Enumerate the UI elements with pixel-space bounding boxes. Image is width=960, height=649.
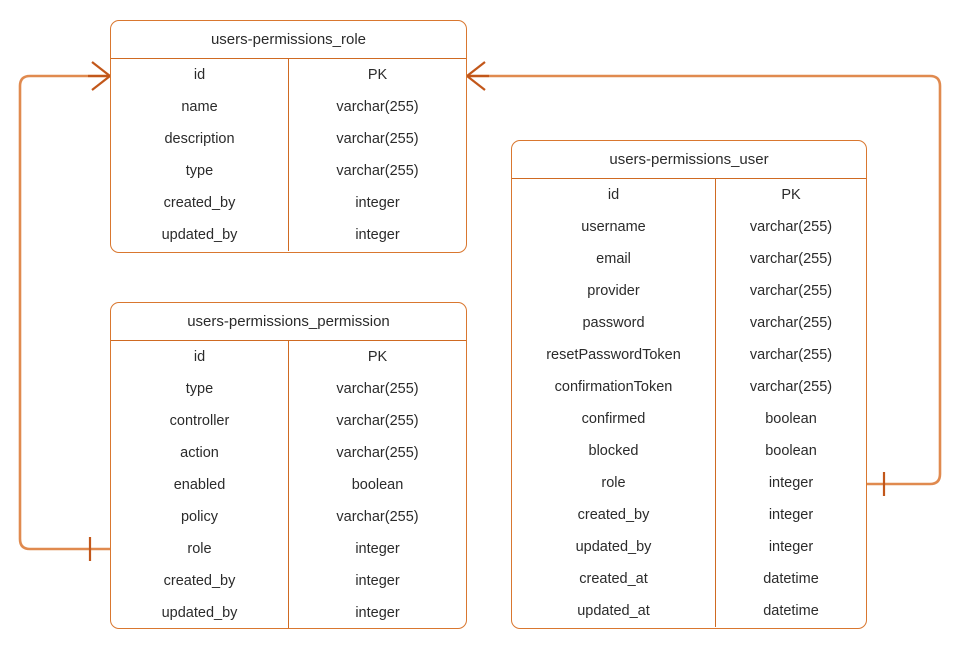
field-name: type <box>185 381 214 397</box>
field-name: action <box>180 445 219 461</box>
field-name: name <box>181 99 218 115</box>
field-name: role <box>601 475 626 491</box>
field-type: varchar(255) <box>749 315 833 331</box>
type-column-user: PK varchar(255) varchar(255) varchar(255… <box>716 179 866 627</box>
field-type: varchar(255) <box>749 379 833 395</box>
field-name: updated_by <box>161 227 238 243</box>
entity-title-permission: users-permissions_permission <box>111 303 466 341</box>
field-type: varchar(255) <box>749 219 833 235</box>
field-column-user: id username email provider password rese… <box>512 179 716 627</box>
field-name: password <box>582 315 645 331</box>
field-name: created_by <box>163 573 236 589</box>
field-type: boolean <box>351 477 404 493</box>
field-name: blocked <box>588 443 639 459</box>
field-type: integer <box>768 507 814 523</box>
field-type: integer <box>355 227 400 243</box>
entity-title-role: users-permissions_role <box>111 21 466 59</box>
field-name: created_by <box>163 195 236 211</box>
type-column-role: PK varchar(255) varchar(255) varchar(255… <box>289 59 466 251</box>
field-name: created_at <box>579 571 648 587</box>
type-column-permission: PK varchar(255) varchar(255) varchar(255… <box>289 341 466 628</box>
entity-title-user: users-permissions_user <box>512 141 866 179</box>
field-type: integer <box>355 605 400 621</box>
entity-body-role: id name description type created_by upda… <box>111 59 466 251</box>
entity-users-permissions-role[interactable]: users-permissions_role id name descripti… <box>110 20 467 253</box>
field-name: updated_by <box>575 539 652 555</box>
field-name: provider <box>587 283 640 299</box>
field-type: integer <box>768 475 814 491</box>
crows-foot-role-left <box>88 61 111 91</box>
field-name: id <box>193 67 206 83</box>
crows-foot-role-right <box>466 61 489 91</box>
field-type: PK <box>367 67 388 83</box>
connector-role-permission <box>18 74 110 551</box>
field-type: boolean <box>765 443 817 459</box>
field-name: enabled <box>173 477 226 493</box>
field-type: varchar(255) <box>336 509 419 525</box>
field-name: updated_by <box>161 605 238 621</box>
field-type: integer <box>768 539 814 555</box>
field-type: boolean <box>765 411 817 427</box>
field-name: controller <box>169 413 230 429</box>
field-type: PK <box>781 187 801 203</box>
field-type: varchar(255) <box>336 99 419 115</box>
field-name: type <box>185 163 214 179</box>
field-type: integer <box>355 541 400 557</box>
entity-users-permissions-user[interactable]: users-permissions_user id username email… <box>511 140 867 629</box>
field-type: integer <box>355 195 400 211</box>
field-name: username <box>581 219 646 235</box>
field-name: description <box>164 131 235 147</box>
field-type: integer <box>355 573 400 589</box>
field-name: id <box>193 349 206 365</box>
field-name: confirmationToken <box>554 379 673 395</box>
field-type: varchar(255) <box>336 445 419 461</box>
entity-body-permission: id type controller action enabled policy… <box>111 341 466 628</box>
entity-users-permissions-permission[interactable]: users-permissions_permission id type con… <box>110 302 467 629</box>
field-name: role <box>187 541 212 557</box>
field-name: policy <box>180 509 219 525</box>
field-type: varchar(255) <box>336 163 419 179</box>
field-column-role: id name description type created_by upda… <box>111 59 289 251</box>
field-name: id <box>607 187 620 203</box>
field-type: datetime <box>763 603 819 619</box>
entity-body-user: id username email provider password rese… <box>512 179 866 627</box>
field-type: varchar(255) <box>336 381 419 397</box>
field-type: varchar(255) <box>336 413 419 429</box>
field-type: datetime <box>763 571 819 587</box>
field-type: varchar(255) <box>749 347 833 363</box>
field-type: PK <box>367 349 388 365</box>
field-column-permission: id type controller action enabled policy… <box>111 341 289 628</box>
field-name: updated_at <box>577 603 650 619</box>
field-name: resetPasswordToken <box>546 347 681 363</box>
field-type: varchar(255) <box>749 251 833 267</box>
field-name: created_by <box>577 507 650 523</box>
field-type: varchar(255) <box>336 131 419 147</box>
field-type: varchar(255) <box>749 283 833 299</box>
field-name: email <box>596 251 631 267</box>
field-name: confirmed <box>581 411 646 427</box>
